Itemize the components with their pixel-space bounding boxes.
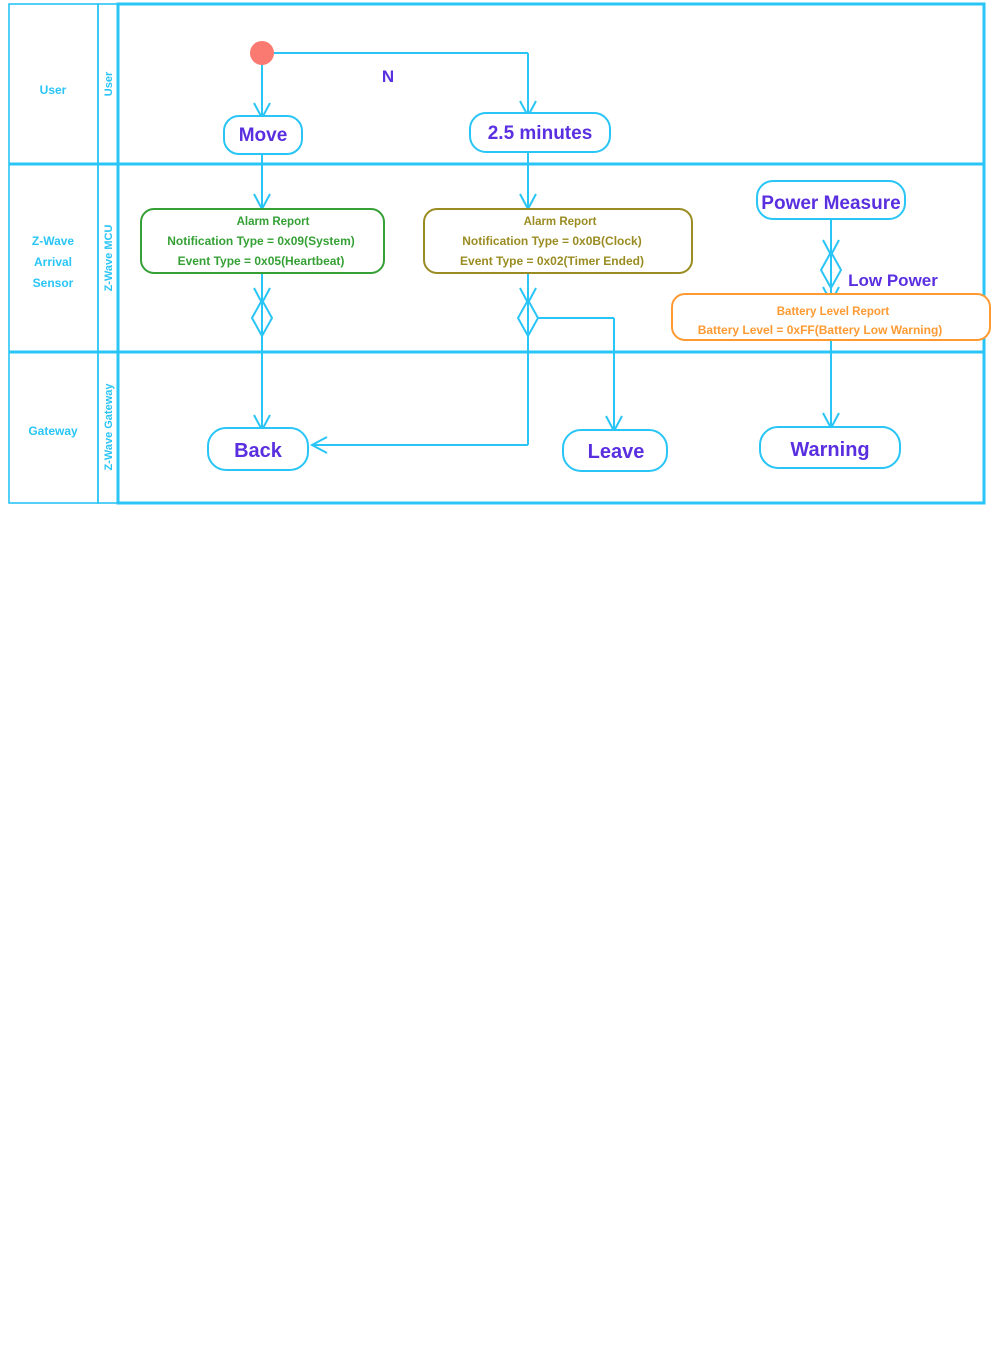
- power-measure-node-shape[interactable]: [756, 180, 906, 220]
- timer-ended-line-3: Event Type = 0x02(Timer Ended): [460, 254, 644, 268]
- move-node-label: Move: [239, 125, 288, 146]
- lane-subtitle-mcu: Z-Wave MCU: [103, 225, 115, 292]
- battery-line-2: Battery Level = 0xFF(Battery Low Warning…: [698, 323, 943, 337]
- message-box-battery[interactable]: Battery Level Report Battery Level = 0xF…: [671, 293, 991, 341]
- start-node: [250, 41, 274, 65]
- heartbeat-box-shape[interactable]: [140, 208, 385, 274]
- arrowhead-power-decision: [822, 239, 840, 258]
- activity-node-warning[interactable]: Warning: [759, 426, 901, 469]
- leave-node-shape[interactable]: [562, 429, 668, 472]
- power-measure-node-label: Power Measure: [761, 193, 900, 214]
- move-node-shape[interactable]: [223, 115, 303, 155]
- arrowhead-heartbeat-decision: [253, 287, 271, 306]
- heartbeat-line-2: Notification Type = 0x09(System): [167, 234, 355, 248]
- activity-node-leave[interactable]: Leave: [562, 429, 668, 472]
- lane-title-sensor-line2: Arrival: [34, 255, 72, 269]
- back-node-shape[interactable]: [207, 427, 309, 471]
- lane-subtitle-user: User: [103, 71, 115, 96]
- lane-subtitle-gateway: Z-Wave Gateway: [103, 383, 115, 471]
- timer-ended-box-shape[interactable]: [423, 208, 693, 274]
- arrowhead-rail-to-back: [309, 436, 328, 454]
- battery-line-1: Battery Level Report: [777, 306, 890, 318]
- warning-node-shape[interactable]: [759, 426, 901, 469]
- lane-title-sensor-line3: Sensor: [33, 276, 74, 290]
- message-box-heartbeat[interactable]: Alarm Report Notification Type = 0x09(Sy…: [140, 208, 385, 274]
- activity-node-timer[interactable]: 2.5 minutes: [469, 112, 611, 153]
- message-box-timer-ended[interactable]: Alarm Report Notification Type = 0x0B(Cl…: [423, 208, 693, 274]
- timer-ended-line-1: Alarm Report: [524, 216, 597, 228]
- leave-node-label: Leave: [588, 441, 645, 463]
- decision-diamond-power: [819, 249, 843, 291]
- flow-edges: [250, 52, 843, 454]
- lane-labels: User Z-Wave Arrival Sensor Gateway User …: [28, 71, 115, 470]
- activity-node-move[interactable]: Move: [223, 115, 303, 155]
- heartbeat-line-1: Alarm Report: [237, 216, 310, 228]
- timer-node-label: 2.5 minutes: [488, 123, 593, 144]
- back-node-label: Back: [234, 440, 283, 462]
- arrowhead-timerended-decision: [519, 287, 537, 306]
- timer-node-shape[interactable]: [469, 112, 611, 153]
- guard-label-low-power: Low Power: [848, 271, 938, 290]
- battery-box-shape[interactable]: [671, 293, 991, 341]
- heartbeat-line-3: Event Type = 0x05(Heartbeat): [178, 254, 345, 268]
- guard-label-n: N: [382, 67, 394, 86]
- timer-ended-line-2: Notification Type = 0x0B(Clock): [462, 234, 641, 248]
- lane-title-sensor-line1: Z-Wave: [32, 234, 75, 248]
- activity-node-power-measure[interactable]: Power Measure: [756, 180, 906, 220]
- lane-title-gateway: Gateway: [28, 424, 78, 438]
- swimlane-frame: [8, 2, 986, 505]
- activity-node-back[interactable]: Back: [207, 427, 309, 471]
- warning-node-label: Warning: [790, 439, 869, 461]
- lane-title-user: User: [40, 83, 67, 97]
